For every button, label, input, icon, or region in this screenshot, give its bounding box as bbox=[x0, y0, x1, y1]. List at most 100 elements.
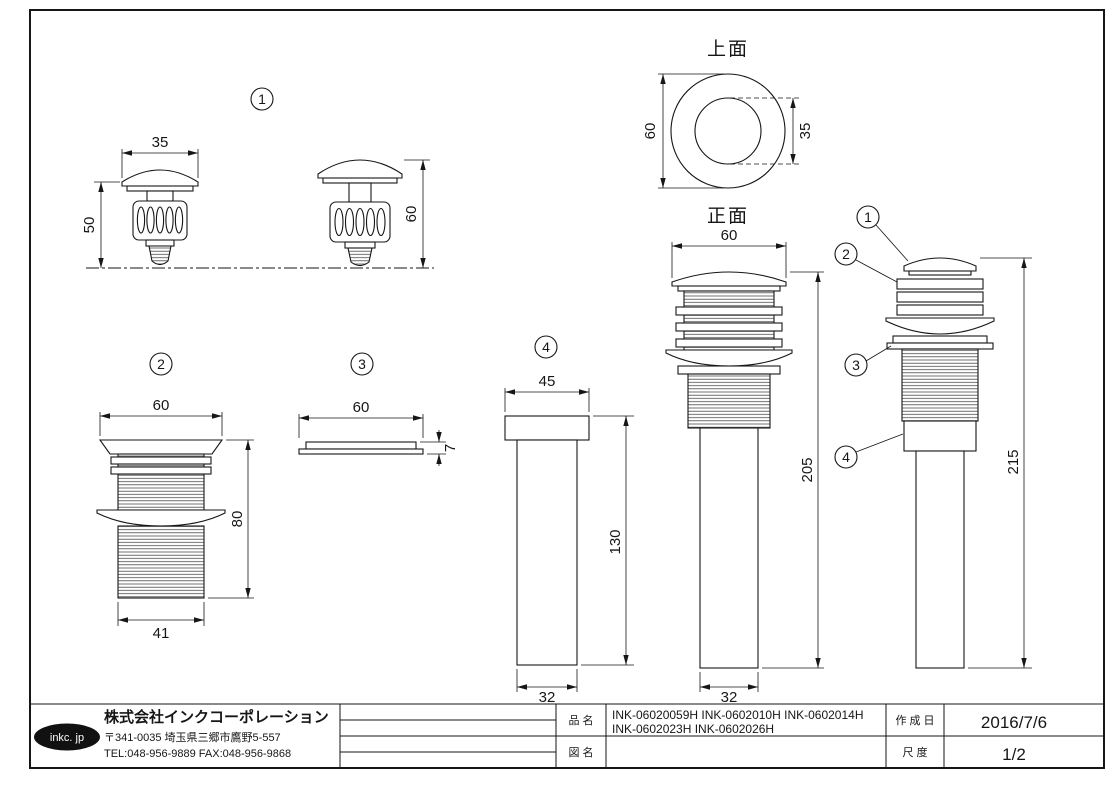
knurl-slot bbox=[146, 206, 155, 234]
part1-section: 1 bbox=[81, 87, 434, 269]
leader-line bbox=[875, 224, 909, 262]
tailpipe bbox=[915, 450, 965, 669]
front-view-label: 正面 bbox=[707, 206, 749, 227]
part4-section: 4 45 130 32 bbox=[504, 335, 634, 706]
dim-text: 60 bbox=[721, 227, 738, 244]
callout-3: 3 bbox=[844, 345, 892, 377]
saucer-flange bbox=[96, 509, 226, 527]
part3-section: 3 60 7 bbox=[298, 352, 459, 466]
knurl-slot bbox=[365, 207, 376, 237]
callout-circle bbox=[350, 352, 374, 376]
company-name: 株式会社インクコーポレーション bbox=[104, 708, 329, 726]
dim-front-width: 60 bbox=[671, 227, 787, 278]
dim-topview-outer: 60 bbox=[642, 73, 724, 189]
dim-text: 205 bbox=[799, 457, 816, 482]
dim-front-height: 205 bbox=[762, 271, 824, 669]
drawing-name-label: 図 名 bbox=[568, 745, 593, 759]
plug-cap bbox=[121, 169, 199, 187]
part1-pressed-view bbox=[121, 169, 199, 266]
knurl-slot bbox=[344, 207, 355, 237]
callout-1-header: 1 bbox=[250, 87, 274, 111]
top-view-label: 上面 bbox=[707, 38, 749, 60]
callout-number: 2 bbox=[842, 246, 850, 262]
tail-collar bbox=[145, 239, 175, 247]
company-logo: inkc. jp bbox=[34, 723, 100, 751]
plug-neck bbox=[146, 190, 174, 202]
created-date-label: 作 成 日 bbox=[895, 714, 934, 727]
washer bbox=[892, 335, 988, 344]
part4-body bbox=[504, 415, 590, 666]
cap-rim bbox=[677, 285, 781, 292]
dim-text: 32 bbox=[539, 689, 556, 706]
dim-part1-height-down: 50 bbox=[81, 181, 120, 268]
part2-body bbox=[96, 439, 226, 599]
flared-rim bbox=[98, 439, 224, 455]
part3-body bbox=[298, 441, 424, 455]
dim-part4-width: 45 bbox=[504, 373, 590, 412]
plug-cap bbox=[671, 271, 787, 287]
knurl-slot bbox=[174, 206, 184, 234]
callout-number: 3 bbox=[358, 356, 366, 372]
callout-4-header: 4 bbox=[534, 335, 558, 359]
part-numbers-line1: INK-06020059H INK-0602010H INK-0602014H bbox=[612, 708, 864, 722]
locknut-band bbox=[896, 304, 984, 316]
dim-text: 35 bbox=[797, 123, 814, 140]
locknut-band bbox=[675, 338, 783, 348]
dim-part2-width: 60 bbox=[99, 397, 223, 436]
front-view-section: 正面 60 205 32 bbox=[665, 206, 824, 706]
knurl-slot bbox=[376, 207, 386, 237]
ring-band bbox=[110, 456, 212, 465]
dim-part3-thickness: 7 bbox=[420, 430, 459, 466]
saucer-flange bbox=[665, 349, 793, 367]
dim-topview-inner: 35 bbox=[730, 97, 814, 165]
callout-circle bbox=[834, 242, 858, 266]
dim-part2-bottom: 41 bbox=[117, 602, 205, 642]
dim-front-bottom: 32 bbox=[699, 672, 759, 706]
callout-number: 2 bbox=[157, 356, 165, 372]
dim-text: 60 bbox=[642, 123, 659, 140]
dim-text: 130 bbox=[607, 529, 624, 554]
side-assembly bbox=[885, 257, 995, 669]
thread-lower bbox=[117, 525, 205, 599]
leader-line bbox=[855, 433, 904, 453]
washer-lip bbox=[886, 342, 994, 350]
dim-side-height: 215 bbox=[968, 257, 1032, 669]
knurl-slot bbox=[136, 206, 146, 234]
dim-text: 45 bbox=[539, 373, 556, 390]
saucer-flange bbox=[885, 317, 995, 335]
company-tel-fax: TEL:048-956-9889 FAX:048-956-9868 bbox=[104, 748, 291, 760]
knurl-slot bbox=[155, 206, 165, 234]
callout-circle bbox=[149, 352, 173, 376]
dim-text: 60 bbox=[403, 206, 420, 223]
locknut-band bbox=[675, 306, 783, 316]
callout-number: 1 bbox=[864, 209, 872, 225]
cap-rim bbox=[908, 270, 972, 276]
top-view-section: 上面 60 35 bbox=[642, 38, 814, 189]
dim-part4-bottom: 32 bbox=[516, 669, 578, 706]
callout-circle bbox=[844, 353, 868, 377]
locknut-band bbox=[675, 322, 783, 332]
dim-part4-height: 130 bbox=[581, 415, 634, 666]
dim-part1-height-up: 60 bbox=[403, 159, 430, 268]
scale-label: 尺 度 bbox=[902, 745, 927, 759]
knurl-slot bbox=[355, 207, 365, 237]
tailpipe bbox=[699, 427, 759, 669]
pipe-head bbox=[903, 420, 977, 452]
created-date-value: 2016/7/6 bbox=[981, 713, 1047, 732]
dim-part2-height: 80 bbox=[208, 439, 254, 599]
knurl-slot bbox=[334, 207, 344, 237]
locknut-band bbox=[896, 291, 984, 303]
dim-text: 7 bbox=[442, 444, 459, 452]
plug-cap bbox=[317, 159, 403, 179]
front-assembly bbox=[665, 271, 793, 669]
callout-number: 1 bbox=[258, 91, 266, 107]
callout-circle bbox=[534, 335, 558, 359]
locknut-band bbox=[896, 278, 984, 290]
side-view-section: 1 2 3 4 215 bbox=[834, 205, 1032, 669]
callout-number: 3 bbox=[852, 357, 860, 373]
thread-lower bbox=[901, 348, 979, 422]
callout-2: 2 bbox=[834, 242, 898, 283]
tail-collar bbox=[344, 241, 376, 249]
